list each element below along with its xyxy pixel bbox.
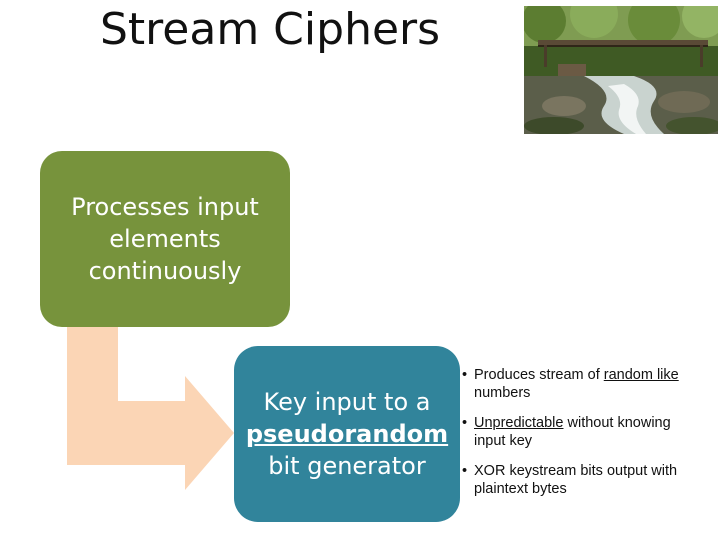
- bullet-item-xor: • XOR keystream bits output with plainte…: [460, 462, 695, 498]
- slide-title: Stream Ciphers: [100, 4, 441, 55]
- stream-photo: [524, 6, 718, 134]
- bullet-text-suffix: numbers: [474, 385, 531, 401]
- bullet-marker: •: [462, 367, 468, 383]
- bent-arrow-shape: [67, 320, 234, 490]
- bullet-text: Produces stream of: [474, 367, 604, 383]
- bullet-marker: •: [462, 463, 468, 479]
- bullet-item-random: • Produces stream of random like numbers: [460, 366, 695, 402]
- bullet-list: • Produces stream of random like numbers…: [460, 366, 695, 510]
- bullet-underlined-text: random like: [603, 367, 679, 383]
- key-input-box: Key input to a pseudorandom bit generato…: [234, 346, 460, 522]
- bullet-marker: •: [462, 415, 468, 431]
- bullet-text: XOR keystream bits output with plaintext…: [474, 463, 678, 497]
- stream-photo-image: [524, 6, 718, 134]
- process-input-box: Processes input elements continuously: [40, 151, 290, 327]
- bullet-underlined-text: Unpredictable: [474, 415, 564, 431]
- process-input-text: Processes input elements continuously: [71, 193, 259, 285]
- key-input-line2: pseudorandom: [245, 420, 449, 448]
- bullet-text-suffix: without knowing input key: [474, 415, 671, 449]
- key-input-line3: bit generator: [268, 452, 426, 480]
- key-input-line1: Key input to a: [263, 388, 431, 416]
- bullet-item-unpredictable: • Unpredictable without knowing input ke…: [460, 414, 695, 450]
